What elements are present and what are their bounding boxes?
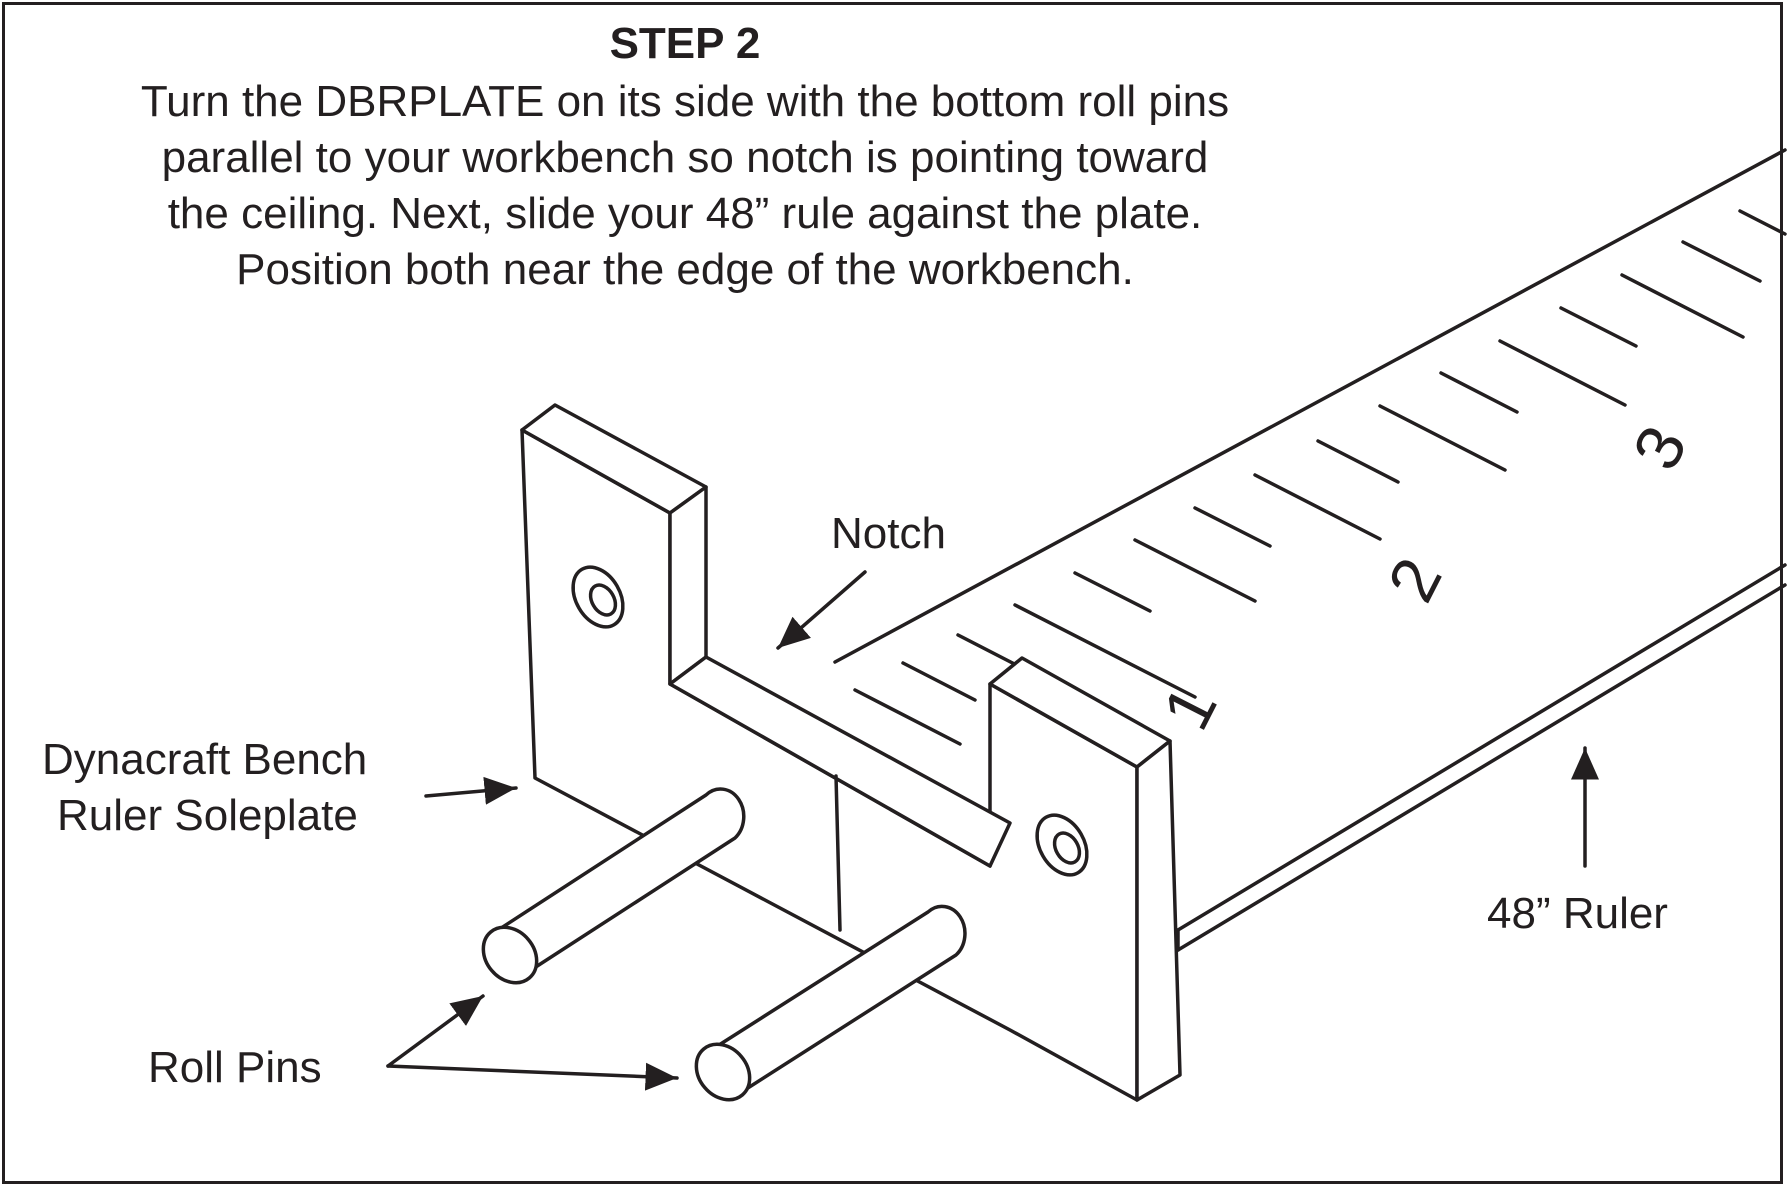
roll-pin-upper (481, 787, 746, 985)
ruler-tick (1498, 339, 1627, 407)
ruler-tick (901, 661, 977, 702)
soleplate-rear-edge (834, 774, 842, 932)
callout-arrows (386, 570, 1599, 1091)
instruction-line-4: Position both near the edge of the workb… (236, 245, 1134, 294)
roll-pin-lower (694, 904, 967, 1102)
ruler-tick (1559, 306, 1638, 348)
ruler-tick (1073, 571, 1152, 613)
ruler-tick (853, 688, 962, 746)
ruler-tick (1316, 439, 1400, 484)
ruler-label: 48” Ruler (1487, 889, 1668, 938)
instruction-block: STEP 2 Turn the DBRPLATE on its side wit… (40, 14, 1330, 298)
roll-pin-lower-end (694, 1042, 752, 1102)
ruler-tick (1253, 473, 1382, 541)
roll-pin-upper-end (481, 925, 539, 985)
mounting-hole-left (571, 565, 625, 629)
ruler-tick (1439, 371, 1519, 414)
soleplate-arrow (424, 776, 518, 805)
mounting-hole-right (1035, 813, 1089, 877)
soleplate-label-line-2: Ruler Soleplate (57, 791, 358, 840)
ruler-tick (1620, 273, 1745, 339)
instruction-line-3: the ceiling. Next, slide your 48” rule a… (167, 189, 1203, 238)
instruction-line-2: parallel to your workbench so notch is p… (161, 133, 1209, 182)
ruler-tick (1013, 603, 1197, 699)
roll-pins-label: Roll Pins (148, 1043, 322, 1092)
ruler-number-3: 3 (1618, 414, 1701, 480)
roll-pins-arrow-lower (386, 1062, 679, 1091)
ruler: 1 2 3 (833, 148, 1787, 952)
roll-pins (481, 787, 967, 1102)
ruler-bottom-edge (1176, 583, 1787, 952)
ruler-top-edge (833, 148, 1787, 664)
soleplate-label-line-1: Dynacraft Bench (42, 735, 368, 784)
ruler-number-2: 2 (1373, 546, 1456, 612)
ruler-number-1: 1 (1148, 674, 1231, 740)
ruler-front-edge (1176, 563, 1787, 932)
ruler-tick (1193, 506, 1272, 548)
roll-pins-arrow-upper (386, 994, 485, 1068)
notch-arrow (776, 570, 867, 650)
soleplate-notch-edge (668, 485, 708, 686)
instruction-line-1: Turn the DBRPLATE on its side with the b… (140, 77, 1230, 126)
step-title: STEP 2 (609, 19, 761, 68)
soleplate (520, 403, 1182, 1102)
ruler-tick (1133, 538, 1257, 603)
notch-label: Notch (831, 509, 946, 558)
soleplate-right-side (1135, 739, 1182, 1102)
ruler-tick (1378, 404, 1507, 472)
ruler-tick (1738, 209, 1787, 236)
ruler-tick (1681, 240, 1762, 283)
soleplate-notch-floor (668, 655, 1012, 868)
ruler-tick-marks (853, 209, 1787, 746)
